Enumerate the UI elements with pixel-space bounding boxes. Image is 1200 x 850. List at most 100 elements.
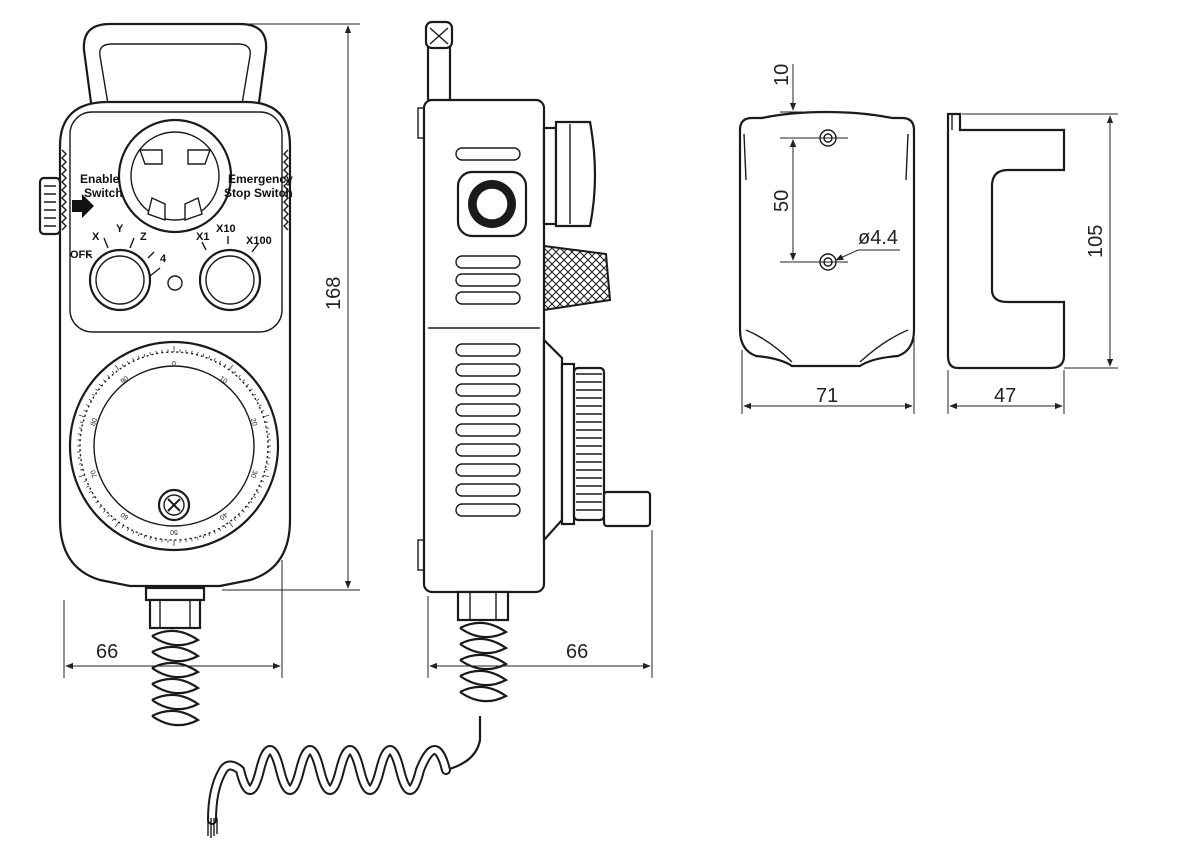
dial-tick bbox=[213, 530, 216, 534]
dial-tick bbox=[83, 409, 87, 412]
axis-z-label: Z bbox=[140, 231, 147, 243]
dimension-lines bbox=[63, 23, 1118, 678]
dial-tick bbox=[155, 538, 157, 542]
dial-tick bbox=[249, 388, 253, 392]
dial-tick bbox=[111, 518, 115, 521]
wheel-screw bbox=[157, 488, 191, 522]
dial-tick bbox=[78, 474, 85, 478]
dial-scale-label: 10 bbox=[218, 375, 229, 385]
dial-tick bbox=[126, 360, 130, 364]
dim-bracket-depth: 47 bbox=[994, 385, 1016, 407]
dial-tick bbox=[86, 404, 90, 407]
dial-tick bbox=[218, 528, 222, 532]
dial-tick bbox=[88, 490, 92, 494]
dial-tick bbox=[228, 364, 234, 371]
side-knurled-knob[interactable] bbox=[543, 244, 612, 312]
dim-bracket-width: 71 bbox=[816, 385, 838, 407]
side-slots-upper bbox=[455, 255, 521, 305]
dial-tick bbox=[111, 371, 115, 374]
enable-label-1: Enable bbox=[80, 172, 120, 186]
dial-tick bbox=[208, 533, 211, 537]
side-slots-lower bbox=[455, 343, 521, 517]
dial-tick bbox=[242, 510, 245, 513]
dial-tick bbox=[246, 505, 249, 509]
dial-tick bbox=[95, 388, 99, 392]
dial-tick bbox=[264, 469, 269, 471]
dial-tick bbox=[202, 353, 205, 357]
dial-tick bbox=[137, 355, 140, 359]
dim-hole-dia: ø4.4 bbox=[858, 227, 898, 249]
side-emergency-stop[interactable] bbox=[542, 120, 597, 228]
enable-label-2: Switch bbox=[84, 186, 123, 200]
dial-tick bbox=[263, 474, 270, 478]
dim-side-width: 66 bbox=[566, 641, 588, 663]
dial-tick bbox=[137, 533, 140, 537]
dial-tick bbox=[114, 521, 120, 528]
dial-tick bbox=[95, 500, 99, 504]
dial-tick bbox=[242, 379, 245, 382]
cable-gland bbox=[148, 598, 202, 630]
dial-tick bbox=[249, 500, 253, 504]
dial-tick bbox=[88, 398, 92, 402]
dial-tick bbox=[143, 535, 146, 539]
dial-tick bbox=[261, 480, 265, 483]
dial-tick bbox=[79, 421, 84, 423]
dial-tick bbox=[83, 480, 87, 483]
dial-tick bbox=[143, 353, 146, 357]
dial-tick bbox=[253, 496, 257, 499]
dial-scale-label: 60 bbox=[120, 510, 131, 520]
dial-tick bbox=[266, 427, 270, 429]
top-panel bbox=[69, 111, 283, 333]
multiplier-selector-knob[interactable] bbox=[198, 248, 262, 312]
mult-x100-label: X100 bbox=[246, 235, 272, 247]
dial-tick bbox=[103, 510, 106, 513]
dial-tick bbox=[114, 364, 120, 371]
axis-y-label: Y bbox=[116, 223, 124, 235]
dial-tick bbox=[224, 363, 227, 367]
dial-tick bbox=[197, 351, 199, 356]
axis-selector-knob[interactable] bbox=[88, 248, 152, 312]
dial-tick bbox=[238, 375, 241, 378]
axis-off-label: OFF bbox=[70, 249, 92, 261]
handle bbox=[82, 22, 268, 111]
dial-tick bbox=[149, 536, 151, 541]
arrow-right-icon bbox=[72, 194, 94, 218]
dial-tick bbox=[258, 404, 262, 407]
dial-tick bbox=[91, 393, 95, 396]
side-cable-gland bbox=[456, 590, 510, 622]
dim-front-width: 66 bbox=[96, 641, 118, 663]
dial-tick bbox=[191, 538, 193, 542]
dial-tick bbox=[78, 463, 82, 465]
dial-tick bbox=[107, 514, 110, 517]
side-view bbox=[207, 20, 652, 838]
dial-scale-label: 0 bbox=[172, 361, 176, 368]
side-handwheel[interactable] bbox=[542, 337, 652, 543]
dial-tick bbox=[238, 514, 241, 517]
dial-tick bbox=[228, 521, 234, 528]
dial-tick bbox=[121, 363, 124, 367]
dial-tick bbox=[266, 463, 270, 465]
dial-tick bbox=[91, 496, 95, 499]
dial-tick bbox=[149, 351, 151, 356]
emergency-label-1: Emergency bbox=[228, 172, 293, 186]
dial-tick bbox=[197, 536, 199, 541]
mult-x1-label: X1 bbox=[196, 231, 209, 243]
dial-tick bbox=[261, 409, 265, 412]
axis-4-label: 4 bbox=[160, 253, 167, 265]
dial-tick bbox=[99, 383, 102, 387]
strain-relief-spring bbox=[151, 629, 201, 727]
dial-tick bbox=[256, 398, 260, 402]
dial-tick bbox=[202, 535, 205, 539]
dial-tick bbox=[132, 358, 135, 362]
dial-tick bbox=[213, 358, 216, 362]
enable-switch-button[interactable] bbox=[38, 176, 62, 236]
dim-hole-spacing: 50 bbox=[771, 190, 793, 212]
emergency-stop-button[interactable] bbox=[117, 118, 233, 234]
dial-tick bbox=[99, 505, 102, 509]
dial-scale-label: 50 bbox=[170, 528, 178, 535]
dial-scale-label: 70 bbox=[90, 469, 99, 479]
dial-tick bbox=[264, 421, 269, 423]
dial-tick bbox=[218, 360, 222, 364]
dial-scale-label: 90 bbox=[120, 375, 131, 385]
